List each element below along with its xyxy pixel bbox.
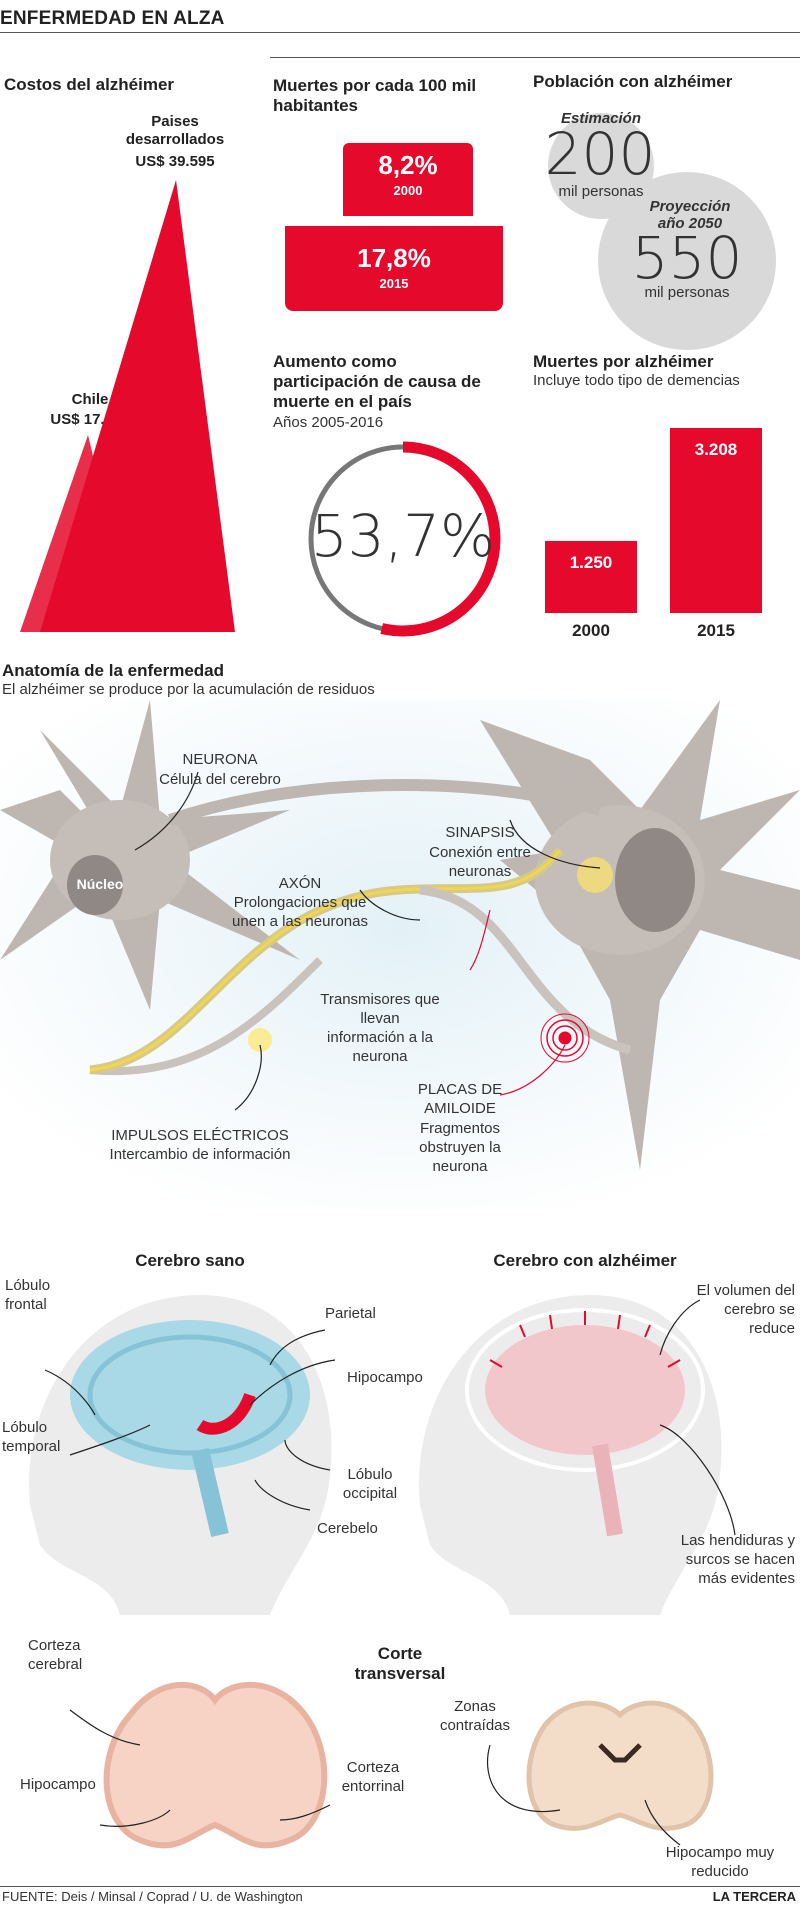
developed-label: Paises desarrollados: [125, 113, 225, 148]
increase-title: Aumento como participación de causa de m…: [273, 352, 481, 411]
sick-brain-title: Cerebro con alzhéimer: [493, 1251, 677, 1270]
hipocampo-reducido-label: Hipocampo muy reducido: [665, 1844, 775, 1880]
placas-desc: Fragmentos obstruyen la neurona: [419, 1120, 501, 1175]
healthy-brain: [70, 1320, 310, 1470]
sinapsis-desc: Conexión entre neuronas: [429, 844, 531, 880]
rate-2000-year: 2000: [393, 183, 423, 198]
brains-illustration: [29, 1295, 736, 1615]
impulsos-desc: Intercambio de información: [109, 1146, 291, 1163]
lobulo-occipital-label: Lóbulo occipital: [342, 1466, 398, 1502]
nucleus: [67, 855, 123, 915]
lobulo-frontal-label: Lóbulo frontal: [5, 1277, 51, 1313]
nucleo-label: Núcleo: [76, 876, 124, 892]
parietal-label: Parietal: [325, 1305, 376, 1322]
estimate-unit: mil personas: [558, 183, 644, 200]
increase-years: Años 2005-2016: [273, 414, 384, 431]
hippocampus-highlight: [196, 1392, 256, 1435]
healthy-section: [103, 1681, 328, 1849]
deaths-value-2000: 1.250: [569, 552, 613, 572]
increase-value: 53,7%: [310, 502, 496, 570]
impulse-glow: [248, 1028, 272, 1052]
deaths-rate-title: Muertes por cada 100 mil habitantes: [273, 76, 477, 115]
chile-label: Chile: [71, 391, 109, 408]
deaths-year-2000: 2000: [572, 621, 610, 640]
deaths-value-2015: 3.208: [694, 440, 738, 459]
chile-triangle: [20, 435, 135, 632]
costs-title: Costos del alzhéimer: [4, 75, 175, 94]
hipocampo-label: Hipocampo: [347, 1369, 423, 1386]
amyloid-plaque: [540, 1013, 590, 1063]
transmisores-label: Transmisores que llevan información a la…: [320, 991, 440, 1065]
population-title: Población con alzhéimer: [533, 72, 733, 91]
axon-title: AXÓN: [278, 875, 322, 892]
corteza-entorrinal-label: Corteza entorrinal: [341, 1759, 405, 1795]
impulsos-title: IMPULSOS ELÉCTRICOS: [111, 1127, 289, 1144]
placas-title: PLACAS DE AMILOIDE: [417, 1081, 503, 1117]
donut-progress-arc: [305, 441, 501, 637]
developed-value: US$ 39.595: [135, 153, 215, 170]
axon-desc: Prolongaciones que unen a las neuronas: [232, 894, 368, 930]
footer-brand: LA TERCERA: [712, 1889, 796, 1904]
deaths-subtitle: Incluye todo tipo de demencias: [533, 372, 740, 389]
footer-source: FUENTE: Deis / Minsal / Coprad / U. de W…: [2, 1889, 303, 1904]
right-nucleus: [615, 828, 695, 932]
projection-circle: [598, 172, 776, 350]
neuron-illustration: [0, 700, 800, 1210]
neurona-title: NEURONA: [182, 751, 258, 768]
rate-2015-value: 17,8%: [357, 243, 431, 273]
volumen-label: El volumen del cerebro se reduce: [696, 1282, 795, 1337]
projection-unit: mil personas: [644, 284, 730, 301]
increase-donut: [305, 441, 501, 637]
zonas-contraidas-label: Zonas contraídas: [439, 1698, 511, 1734]
rate-2015-year: 2015: [379, 276, 409, 291]
deaths-bar-2015: [670, 428, 762, 613]
hendiduras-label: Las hendiduras y surcos se hacen más evi…: [680, 1532, 795, 1587]
shrink-arrows: [489, 1311, 681, 1368]
projection-value: 550: [631, 224, 743, 292]
synapse-glow: [577, 857, 613, 893]
deaths-title: Muertes por alzhéimer: [533, 352, 714, 371]
deaths-year-2015: 2015: [697, 621, 735, 640]
estimate-value: 200: [544, 120, 656, 188]
sinapsis-title: SINAPSIS: [445, 824, 515, 841]
rate-2015-box: [285, 226, 503, 311]
page-title: ENFERMEDAD EN ALZA: [0, 8, 225, 29]
sick-section: [526, 1700, 714, 1831]
deaths-bar-2000: [545, 540, 637, 613]
projection-label: Proyección año 2050: [649, 198, 731, 232]
section-rule: [270, 57, 800, 58]
cross-section-illustration: [69, 1681, 714, 1849]
healthy-brain-title: Cerebro sano: [135, 1251, 245, 1270]
cerebelo-label: Cerebelo: [317, 1520, 378, 1537]
estimate-label: Estimación: [560, 110, 642, 127]
rate-2000-value: 8,2%: [378, 150, 438, 180]
costs-triangle-chart: [20, 180, 235, 632]
cross-section-title: Corte transversal: [354, 1644, 446, 1683]
lobulo-temporal-label: Lóbulo temporal: [2, 1419, 61, 1455]
corteza-cerebral-label: Corteza cerebral: [28, 1637, 83, 1673]
sick-brain: [485, 1325, 685, 1455]
rate-2000-box: [343, 143, 473, 216]
cross-hipocampo-label: Hipocampo: [20, 1776, 96, 1793]
neurona-desc: Célula del cerebro: [159, 771, 281, 788]
anatomy-title: Anatomía de la enfermedad: [2, 661, 225, 680]
footer-rule: [0, 1886, 800, 1887]
header-rule: [0, 32, 800, 33]
